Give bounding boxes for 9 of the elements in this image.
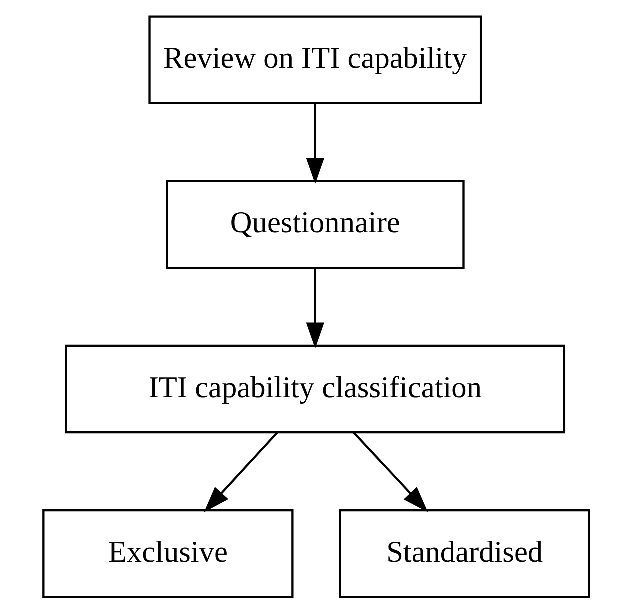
- node-box: Standardised: [338, 509, 590, 598]
- arrow: [306, 104, 324, 184]
- arrow: [352, 432, 428, 512]
- node-box: ITI capability classification: [64, 344, 566, 434]
- arrow: [204, 432, 278, 512]
- node-box: Exclusive: [42, 509, 294, 598]
- arrow: [306, 268, 324, 349]
- node-box: Questionnaire: [166, 180, 464, 270]
- node-box: Review on ITI capability: [148, 16, 482, 105]
